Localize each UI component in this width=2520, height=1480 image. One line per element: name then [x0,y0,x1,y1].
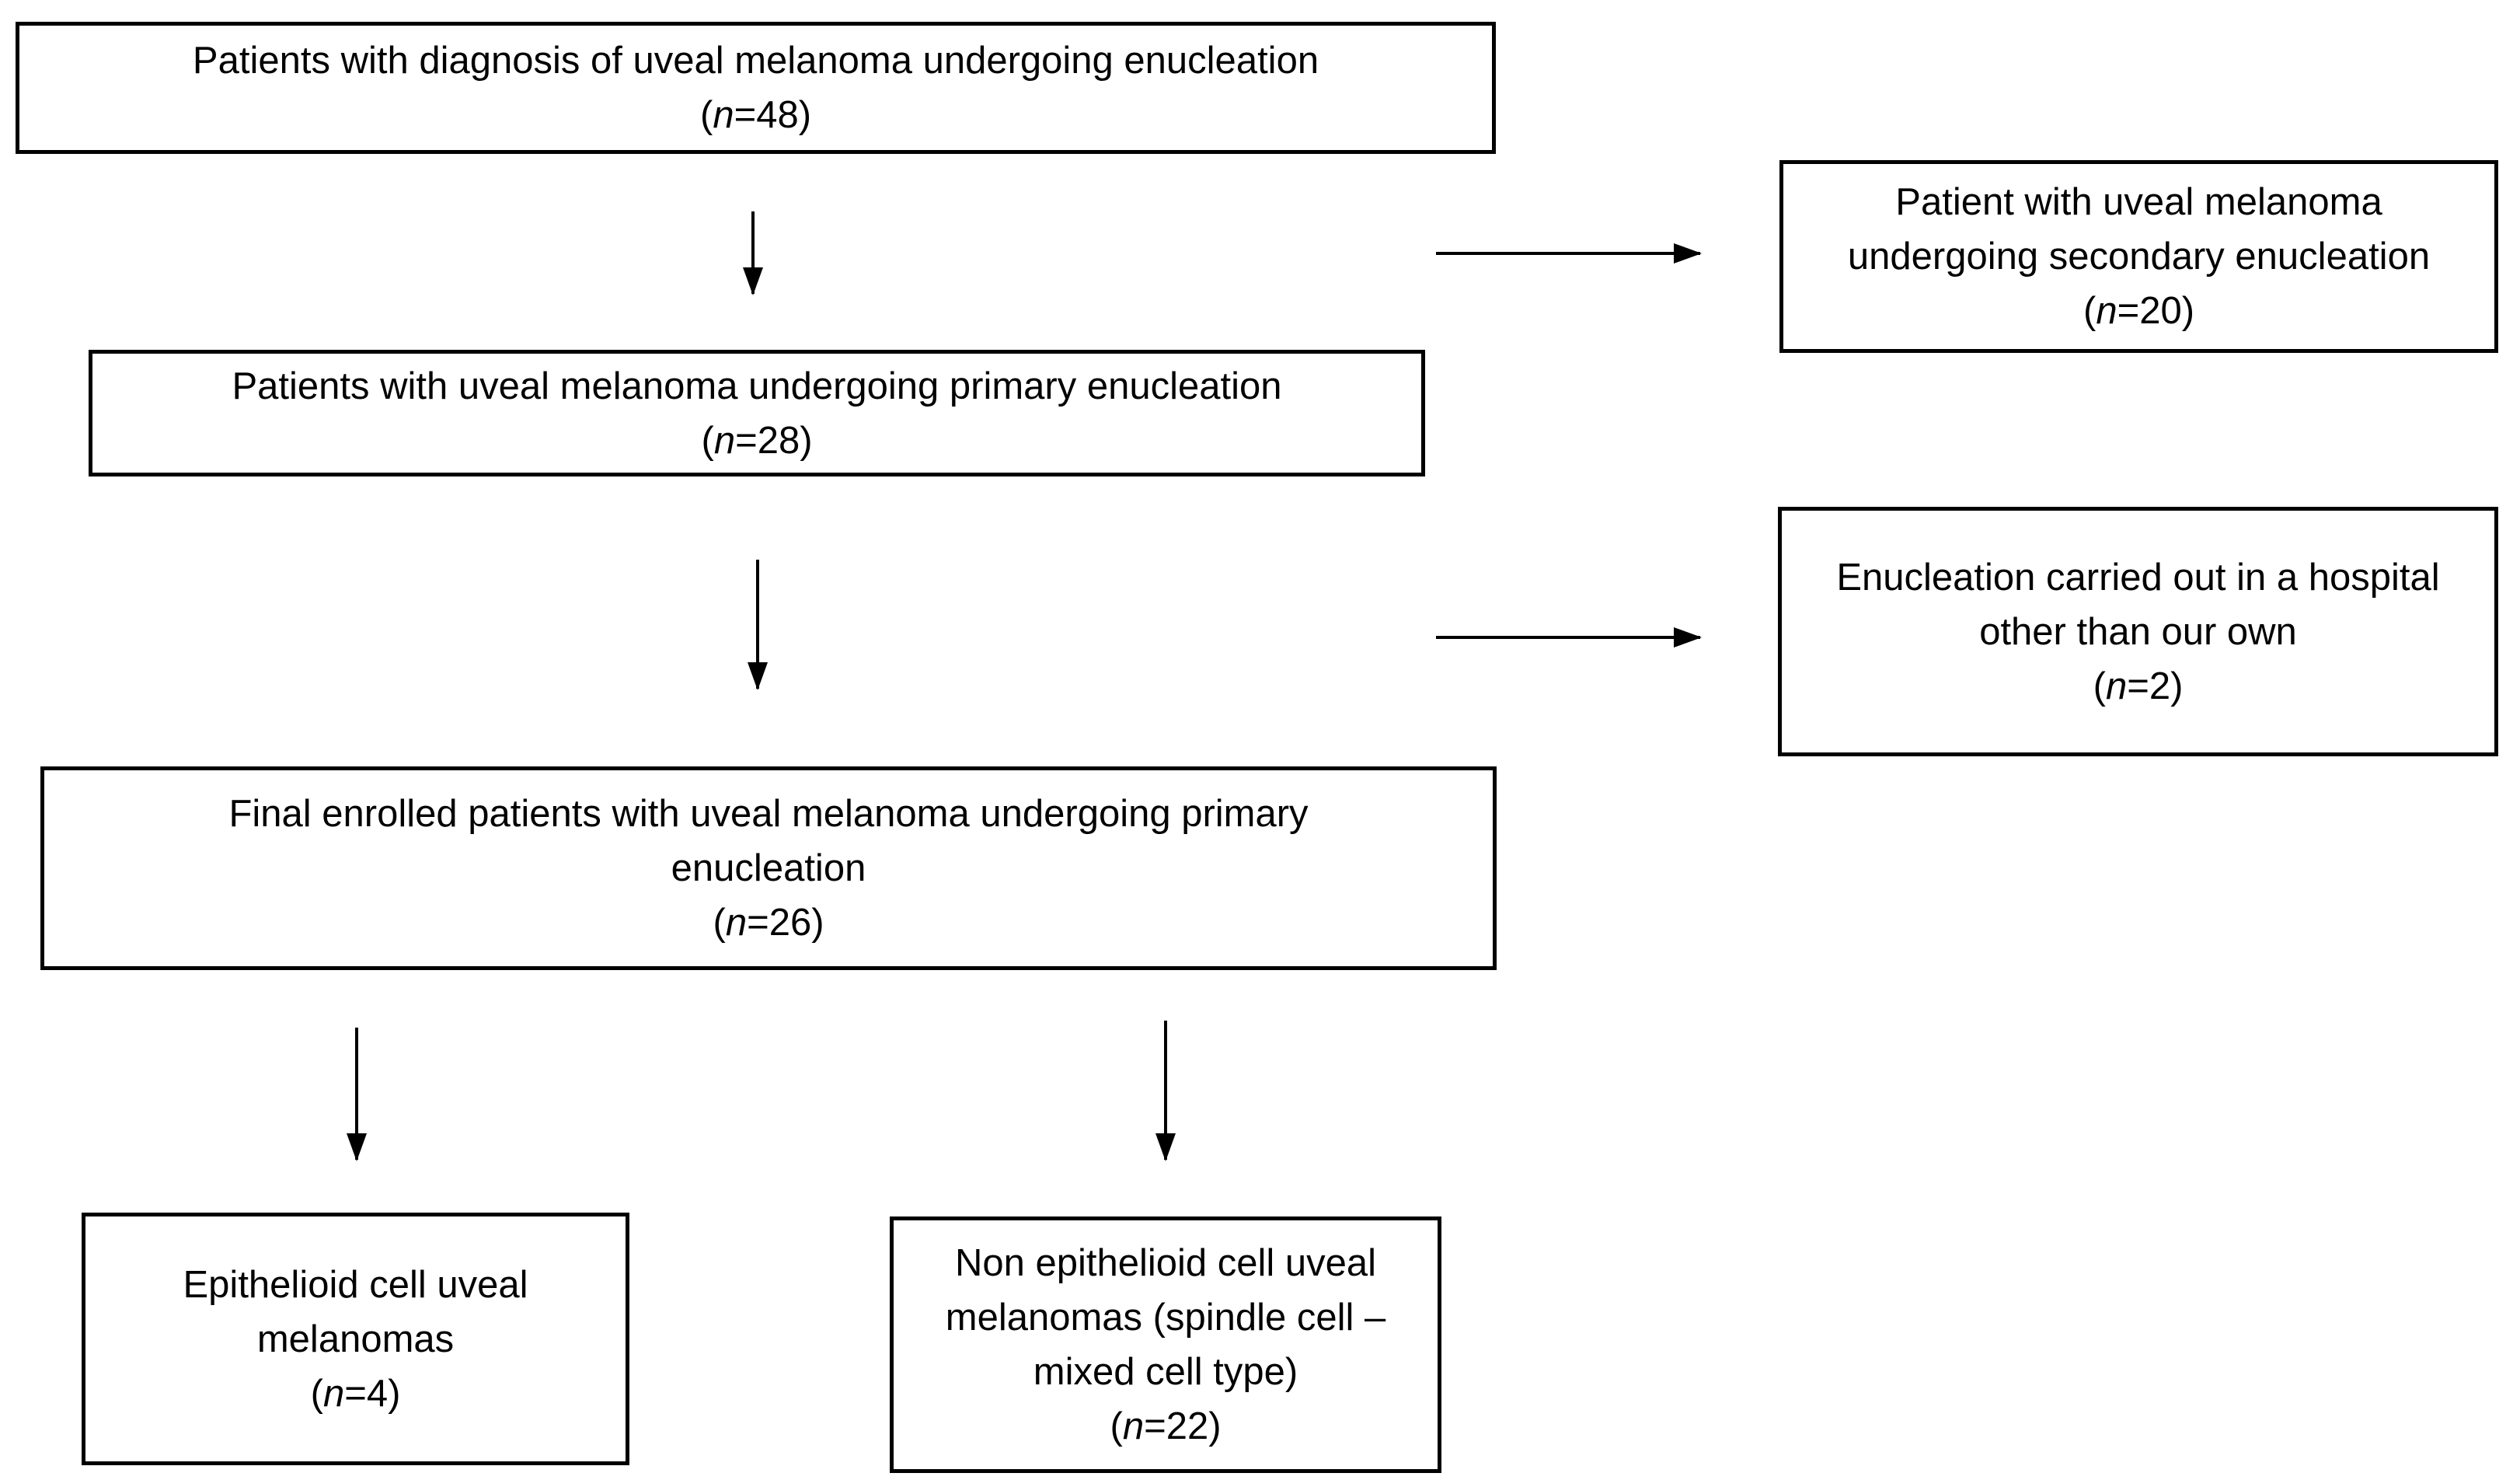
box-epithelioid-count: (n=4) [310,1372,401,1415]
box-final-enrolled-text: Final enrolled patients with uveal melan… [228,793,1309,889]
box-non-epithelioid-text: Non epithelioid cell uveal melanomas (sp… [945,1242,1386,1393]
box-diagnosis-enucleation: Patients with diagnosis of uveal melanom… [16,22,1496,154]
box-diagnosis-text: Patients with diagnosis of uveal melanom… [192,40,1319,82]
box-final-enrolled: Final enrolled patients with uveal melan… [40,766,1497,970]
box-primary-enucleation: Patients with uveal melanoma undergoing … [89,350,1425,476]
box-secondary-enucleation: Patient with uveal melanoma undergoing s… [1779,160,2498,353]
box-final-enrolled-count: (n=26) [713,902,824,944]
box-other-hospital-count: (n=2) [2093,665,2184,707]
box-primary-text: Patients with uveal melanoma undergoing … [232,365,1282,407]
box-diagnosis-count: (n=48) [699,94,812,136]
box-secondary-count: (n=20) [2083,290,2195,332]
box-epithelioid: Epithelioid cell uveal melanomas (n=4) [82,1213,629,1465]
box-secondary-text: Patient with uveal melanoma undergoing s… [1847,181,2431,278]
box-non-epithelioid-count: (n=22) [1110,1405,1222,1447]
box-non-epithelioid: Non epithelioid cell uveal melanomas (sp… [890,1216,1441,1473]
box-other-hospital: Enucleation carried out in a hospital ot… [1778,507,2498,756]
box-epithelioid-text: Epithelioid cell uveal melanomas [183,1263,528,1360]
box-primary-count: (n=28) [701,419,813,462]
box-other-hospital-text: Enucleation carried out in a hospital ot… [1836,556,2440,653]
